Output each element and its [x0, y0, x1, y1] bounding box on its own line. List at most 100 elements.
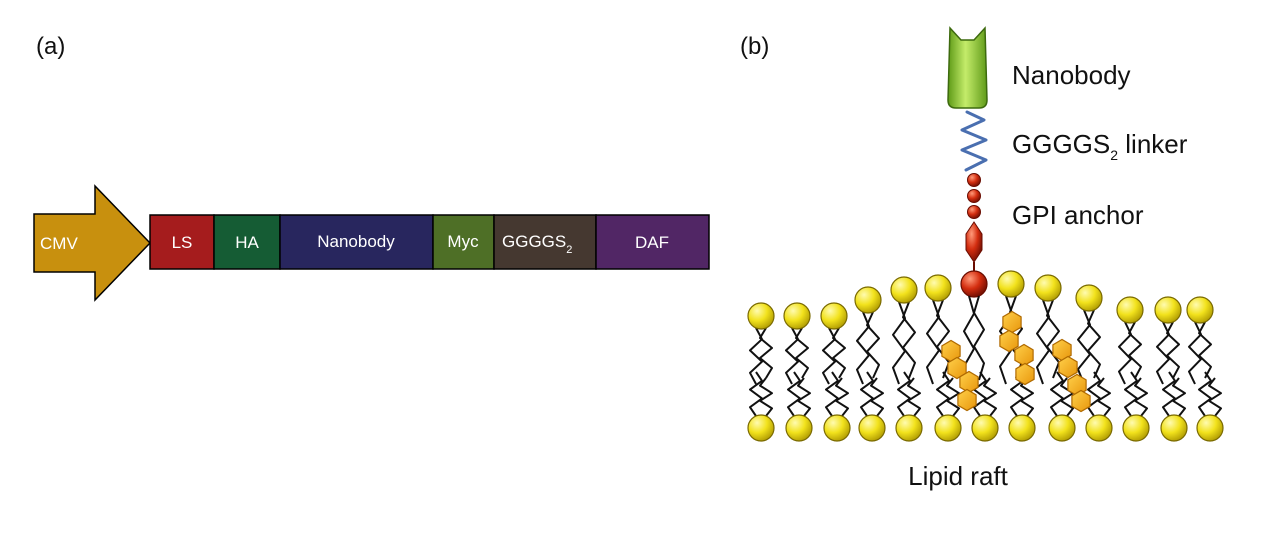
gpi-anchor	[960, 173, 988, 298]
segment-daf: DAF	[595, 214, 710, 270]
lipid-head	[747, 302, 775, 330]
lipid-tail	[1020, 377, 1034, 417]
lipid-tail	[835, 377, 849, 417]
lipid-head	[1034, 274, 1062, 302]
lipid-head	[1008, 414, 1036, 442]
linker-spring	[960, 110, 988, 172]
lipid-tail	[832, 327, 846, 379]
lipid-head	[820, 302, 848, 330]
lipid-tail	[795, 327, 809, 379]
lipid-tail	[907, 377, 921, 417]
segment-nanobody-label: Nanobody	[317, 232, 395, 251]
lipid-head	[924, 274, 952, 302]
segment-ha-box	[213, 214, 281, 270]
lipid-head	[1075, 284, 1103, 312]
lipid-head	[747, 414, 775, 442]
panel-a-label: (a)	[36, 33, 65, 60]
segment-ggggs-label: GGGGS2	[502, 232, 572, 256]
lipid-tail	[1087, 309, 1101, 379]
panel-b-label: (b)	[740, 33, 769, 60]
lipid-head	[934, 414, 962, 442]
lipid-tail	[860, 371, 874, 417]
lipid-tail	[1124, 371, 1138, 417]
segment-ls-box	[149, 214, 215, 270]
lipid-tail	[1208, 377, 1222, 417]
lipid-head	[1122, 414, 1150, 442]
nanobody-shape	[947, 26, 988, 109]
lipid-tail	[1050, 371, 1064, 417]
lipid-head	[997, 270, 1025, 298]
segment-nanobody: Nanobody	[279, 214, 434, 270]
lipid-head	[890, 276, 918, 304]
lipid-head	[1160, 414, 1188, 442]
lipid-tail	[897, 371, 911, 417]
lipid-tail	[1060, 377, 1074, 417]
lipid-head	[785, 414, 813, 442]
segment-myc: Myc	[432, 214, 495, 270]
lipid-tail	[870, 377, 884, 417]
nanobody-label: Nanobody	[1012, 60, 1131, 90]
lipid-tail	[973, 371, 987, 417]
lipid-tail	[1087, 371, 1101, 417]
lipid-tail	[866, 311, 880, 379]
lipid-head	[895, 414, 923, 442]
segment-daf-label: DAF	[635, 233, 669, 252]
lipid-tail	[1198, 371, 1212, 417]
lipid-tail	[902, 301, 916, 379]
cholesterol-ring	[957, 388, 977, 412]
lipid-raft-label: Lipid raft	[908, 461, 1008, 491]
lipid-head	[783, 302, 811, 330]
lipid-head	[1186, 296, 1214, 324]
lipid-head	[971, 414, 999, 442]
lipid-tail	[936, 299, 950, 379]
cholesterol-ring	[1058, 355, 1078, 379]
construct-segments: LS HA Nanobody Myc GGGGS2 DAF	[149, 214, 710, 270]
lipid-tail	[1046, 299, 1060, 379]
segment-nanobody-box	[279, 214, 434, 270]
cholesterol-ring	[1014, 343, 1034, 367]
lipid-tail	[1097, 377, 1111, 417]
segment-myc-label: Myc	[447, 232, 479, 251]
lipid-tail	[825, 371, 839, 417]
segment-ggggs-box	[493, 214, 597, 270]
lipid-head	[854, 286, 882, 314]
lipid-tail	[946, 377, 960, 417]
lipid-tail	[1134, 377, 1148, 417]
gpi-anchor-label: GPI anchor	[1012, 200, 1144, 230]
segment-ha: HA	[213, 214, 281, 270]
segment-ls: LS	[149, 214, 215, 270]
lipid-tail	[936, 371, 950, 417]
lipid-tail	[1166, 321, 1180, 379]
cholesterol-ring	[1015, 362, 1035, 386]
lipid-tail	[1172, 377, 1186, 417]
lipid-tail	[1198, 321, 1212, 379]
cholesterol-ring	[1002, 310, 1022, 334]
lipid-tail	[749, 371, 763, 417]
lipid-head	[1196, 414, 1224, 442]
lipid-tail	[1162, 371, 1176, 417]
cholesterol-ring	[947, 356, 967, 380]
lipid-head	[1116, 296, 1144, 324]
lipid-tail	[759, 377, 773, 417]
segment-ls-label: LS	[172, 233, 193, 252]
segment-ggggs: GGGGS2	[493, 214, 597, 270]
lipid-tail	[983, 377, 997, 417]
lipid-tail	[787, 371, 801, 417]
lipid-bilayer	[747, 270, 1224, 442]
lipid-tail	[759, 327, 773, 379]
lipid-head	[1085, 414, 1113, 442]
segment-daf-box	[595, 214, 710, 270]
lipid-head	[823, 414, 851, 442]
cholesterol-ring	[959, 370, 979, 394]
cmv-promoter-arrow: CMV	[33, 184, 152, 302]
lipid-head	[1154, 296, 1182, 324]
lipid-tail	[1128, 321, 1142, 379]
cmv-label: CMV	[40, 234, 78, 253]
cholesterol-ring	[1071, 389, 1091, 413]
lipid-head	[1048, 414, 1076, 442]
linker-label: GGGGS2 linker	[1012, 129, 1188, 163]
lipid-head	[858, 414, 886, 442]
lipid-tail	[973, 295, 985, 381]
lipid-tail	[797, 377, 811, 417]
